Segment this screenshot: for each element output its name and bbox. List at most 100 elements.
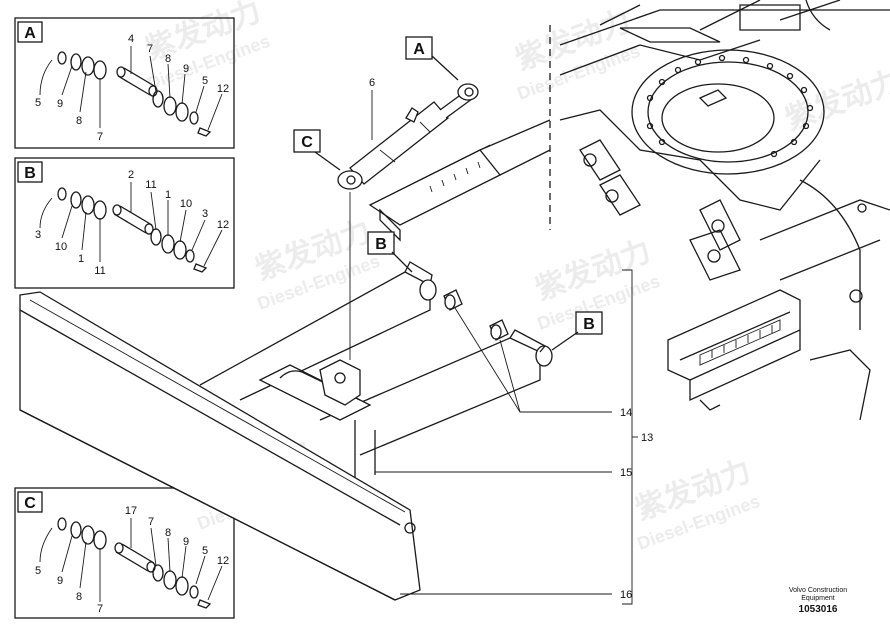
panel-b-label: 3	[202, 208, 208, 220]
linkage-edge	[379, 208, 401, 242]
frame-edge	[559, 109, 821, 211]
blade-end-hole	[404, 522, 416, 534]
label-bushing: 14	[620, 407, 632, 419]
leader-line	[181, 545, 187, 579]
lug-hole	[707, 249, 721, 263]
mount-lug	[699, 199, 741, 251]
mount-lug	[689, 229, 741, 281]
panel-c-label: 17	[125, 505, 137, 517]
detail-panel-a: A 4 7 8 9 5	[14, 17, 235, 149]
grease-nipple	[197, 127, 212, 137]
shim	[161, 234, 175, 254]
callout-b-letter: B	[375, 236, 387, 253]
cylinder-base-hole	[346, 175, 356, 185]
panel-b-label: 1	[165, 189, 171, 201]
label-frame: 15	[620, 467, 632, 479]
spacer	[150, 228, 162, 246]
callout-a: A	[405, 36, 459, 81]
leader-line	[179, 209, 187, 243]
shim	[81, 525, 95, 545]
shim	[163, 96, 177, 116]
panel-c-label: 9	[183, 536, 189, 548]
label-cylinder: 6	[369, 77, 375, 89]
panel-a-label: 7	[147, 43, 153, 55]
leader-line	[61, 65, 73, 96]
mount-lug	[599, 174, 641, 216]
panel-c-letter: C	[24, 495, 36, 512]
frame-plate	[619, 27, 721, 43]
cylinder-barrel	[349, 101, 449, 185]
frame-edge	[799, 179, 861, 330]
cylinder-port	[379, 121, 431, 163]
label-assembly: 13	[641, 432, 653, 444]
callout-a-letter: A	[413, 41, 425, 58]
panel-c-frame	[14, 487, 235, 619]
panel-c-label: 8	[165, 527, 171, 539]
spacer	[152, 564, 164, 582]
label-blade: 16	[620, 589, 632, 601]
mount-lug	[579, 139, 621, 181]
leader-line	[195, 555, 206, 585]
slew-ring	[631, 49, 825, 175]
assembly-bracket	[622, 269, 633, 605]
panel-c-label: 8	[76, 591, 82, 603]
pin-end	[116, 66, 126, 78]
leader-line	[195, 85, 205, 113]
cylinder-rod-eye	[457, 83, 479, 101]
leader-line	[167, 537, 171, 573]
leader-line	[207, 565, 223, 601]
panel-c-label: 5	[202, 545, 208, 557]
leader-line	[39, 197, 53, 229]
bolt-holes	[646, 54, 814, 158]
seal-ring	[57, 187, 67, 201]
leader-line	[167, 63, 171, 99]
cross-member	[258, 364, 372, 421]
callout-b-box	[575, 311, 603, 335]
panel-b-label: 3	[35, 229, 41, 241]
panel-a-parts	[39, 46, 223, 137]
slew-ring-inner	[647, 61, 809, 163]
slew-ring-bore	[661, 83, 775, 153]
pin-end	[112, 204, 122, 216]
shim	[81, 195, 95, 215]
panel-a-letter: A	[24, 25, 36, 42]
washer	[70, 191, 82, 209]
lug-hole	[605, 189, 619, 203]
leader-line	[61, 205, 73, 239]
callout-b-letter: B	[583, 316, 595, 333]
blade-cutting-edge	[19, 409, 396, 601]
blade-lip	[29, 299, 406, 513]
panel-b-label: 1	[78, 253, 84, 265]
cylinder-rod-hole	[464, 87, 474, 97]
callout-c-leader	[314, 151, 341, 171]
linkage-holes	[429, 161, 481, 193]
panel-b-label: 2	[128, 169, 134, 181]
panel-a-frame	[14, 17, 235, 149]
bushing-upper	[443, 289, 463, 311]
linkage-rib	[419, 144, 491, 181]
panel-b-frame	[14, 157, 235, 289]
panel-b-letter-box	[17, 161, 43, 183]
shim	[163, 570, 177, 590]
panel-b-label: 10	[55, 241, 67, 253]
panel-b-parts	[39, 182, 223, 273]
spacer	[93, 60, 107, 80]
panel-b-letter: B	[24, 165, 36, 182]
bracket-hole	[334, 372, 346, 384]
spacer	[93, 530, 107, 550]
spacer	[93, 200, 107, 220]
callout-c: C	[293, 129, 341, 171]
panel-a-letter-box	[17, 21, 43, 43]
panel-c-label: 5	[35, 565, 41, 577]
bushing-lower	[489, 319, 509, 341]
frame-edge	[759, 199, 890, 241]
callout-b-upper: B	[367, 231, 413, 273]
label-bushing-leader	[499, 339, 521, 413]
leader-line	[149, 55, 157, 93]
shim	[81, 56, 95, 76]
slot	[698, 89, 728, 107]
seal-ring	[185, 249, 195, 263]
pin-body	[113, 205, 153, 234]
pin-body	[115, 543, 155, 572]
callout-c-letter: C	[301, 134, 313, 151]
